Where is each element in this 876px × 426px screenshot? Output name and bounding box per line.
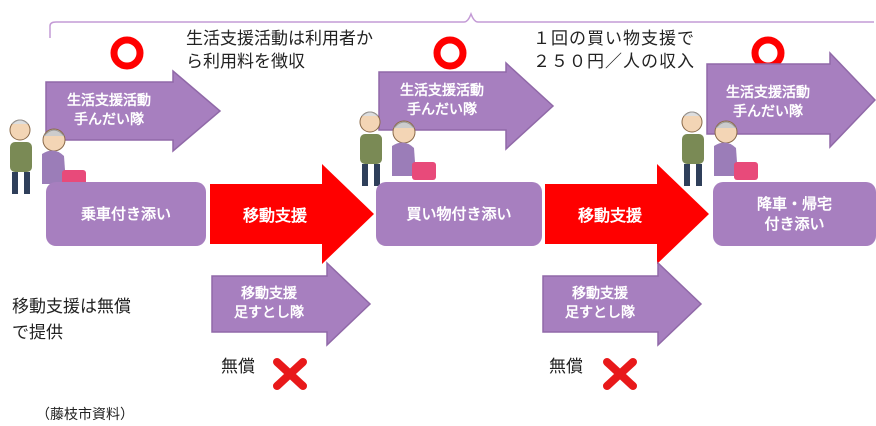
life-support-arrow-label: 生活支援活動 手んだい隊	[726, 85, 810, 120]
mobility-free-note: 移動支援は無償 で提供	[12, 297, 131, 343]
mobility-transfer-label: 移動支援	[577, 206, 642, 225]
top-brace	[49, 11, 874, 38]
life-support-arrow-label: 生活支援活動 手んだい隊	[67, 93, 151, 128]
mobility-support-arrow: 移動支援 足すとし隊	[211, 261, 372, 347]
life-support-arrow: 生活支援活動 手んだい隊	[378, 61, 555, 151]
shopping-income-note: １回の買い物支援で ２５０円／人の収入	[533, 29, 695, 72]
mobility-transfer-arrow: 移動支援	[545, 164, 709, 264]
mobility-transfer-arrow: 移動支援	[210, 164, 374, 264]
life-support-arrow-label: 生活支援活動 手んだい隊	[400, 83, 484, 118]
life-support-fee-note: 生活支援活動は利用者か ら利用料を徴収	[186, 29, 373, 72]
circle-mark-icon	[433, 36, 467, 70]
step-return-home-escort: 降車・帰宅 付き添い	[713, 182, 876, 246]
cross-mark-icon	[273, 358, 307, 390]
source-note: （藤枝市資料）	[36, 407, 134, 423]
circle-mark-icon	[110, 36, 144, 70]
elderly-couple-icon	[681, 111, 758, 190]
unpaid-label: 無償	[549, 357, 583, 377]
mobility-transfer-label: 移動支援	[242, 206, 307, 225]
step-shopping-escort: 買い物付き添い	[376, 182, 542, 246]
step-boarding-escort: 乗車付き添い	[46, 182, 206, 246]
unpaid-label: 無償	[221, 357, 255, 377]
cross-mark-icon	[603, 358, 637, 390]
life-support-arrow: 生活支援活動 手んだい隊	[45, 69, 222, 153]
mobility-support-arrow-label: 移動支援 足すとし隊	[565, 286, 635, 321]
mobility-support-arrow-label: 移動支援 足すとし隊	[234, 286, 304, 321]
mobility-support-arrow: 移動支援 足すとし隊	[542, 261, 703, 347]
